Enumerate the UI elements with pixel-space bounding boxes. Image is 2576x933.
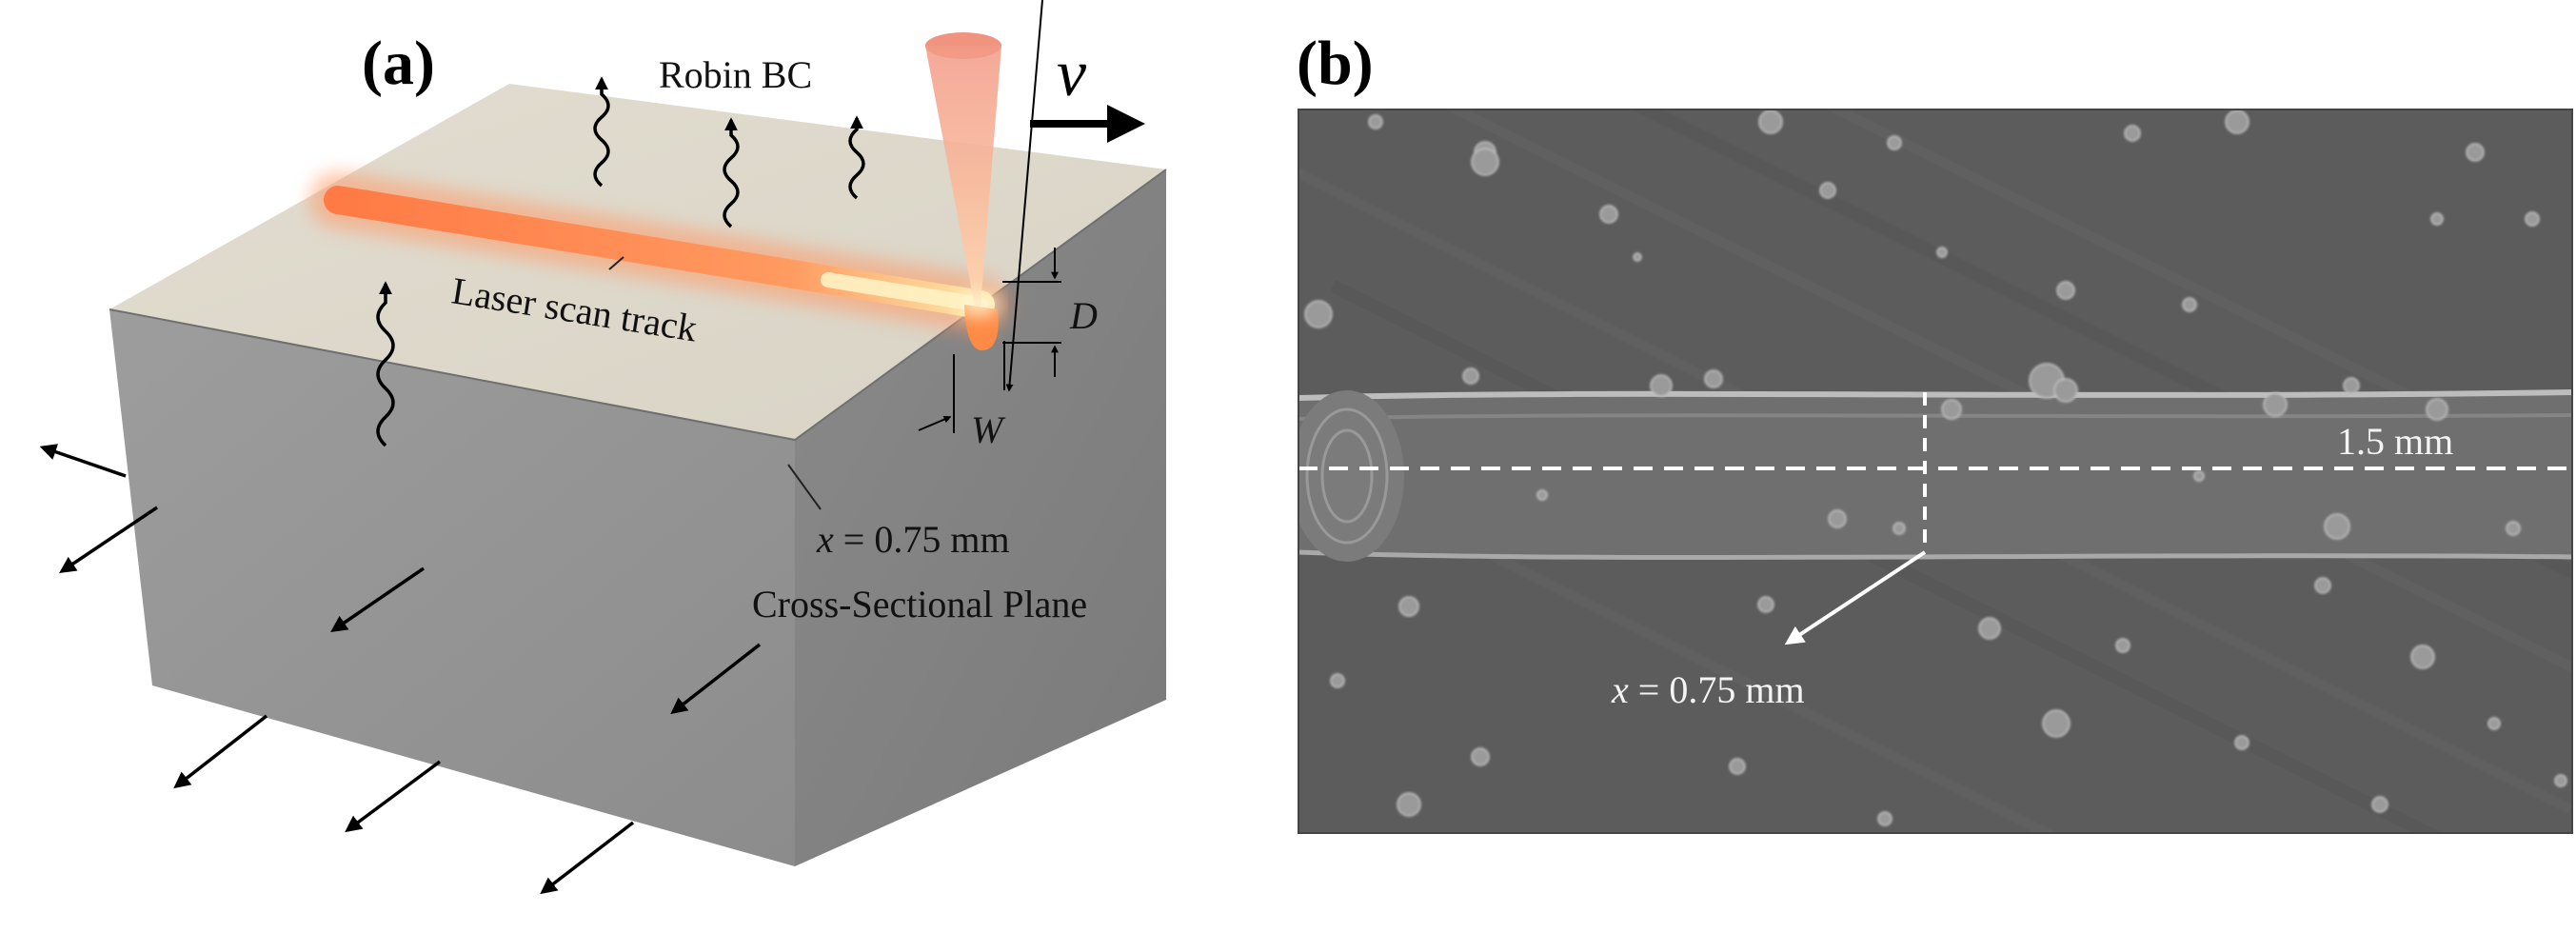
outward-arrow — [330, 566, 425, 632]
section-position-label: x = 0.75 mm — [816, 518, 1010, 561]
dimension-lines — [918, 0, 1061, 433]
melt-pool-cross-section — [964, 305, 999, 351]
scale-label: 1.5 mm — [2337, 420, 2453, 463]
block-front-face — [109, 309, 795, 866]
block-side-face — [795, 169, 1166, 866]
outward-arrow — [59, 506, 158, 573]
robin-bc-arrows — [376, 76, 865, 447]
convection-arrows — [39, 444, 762, 895]
panel-b: (b) — [1297, 29, 2573, 834]
outward-arrow — [670, 643, 762, 715]
section-pointer-arrow — [1784, 550, 1927, 645]
outward-arrow — [39, 444, 127, 478]
outward-arrow — [540, 821, 635, 895]
laser-beam — [925, 32, 1001, 316]
wavy-arrow — [848, 115, 865, 200]
velocity-label: v — [1057, 37, 1087, 110]
sem-weld-track — [1298, 389, 2572, 562]
panel-a: (a) v Robin BC — [39, 0, 1167, 895]
laser-scan-track — [309, 171, 1009, 351]
panel-a-label: (a) — [362, 29, 435, 98]
sem-particles — [1304, 109, 2567, 826]
depth-label: D — [1069, 294, 1098, 337]
robin-bc-label: Robin BC — [659, 53, 812, 96]
outward-arrow — [173, 714, 268, 789]
sem-image: 1.5 mm x = 0.75 mm — [1298, 109, 2572, 833]
outward-arrow — [345, 760, 442, 833]
wavy-arrow — [593, 76, 610, 188]
panel-b-label: (b) — [1297, 29, 1374, 98]
wavy-arrow — [723, 117, 740, 228]
cross-section-label: Cross-Sectional Plane — [752, 583, 1087, 625]
wavy-arrow — [376, 281, 395, 447]
width-label: W — [971, 408, 1006, 451]
sem-section-position-label: x = 0.75 mm — [1611, 668, 1805, 711]
